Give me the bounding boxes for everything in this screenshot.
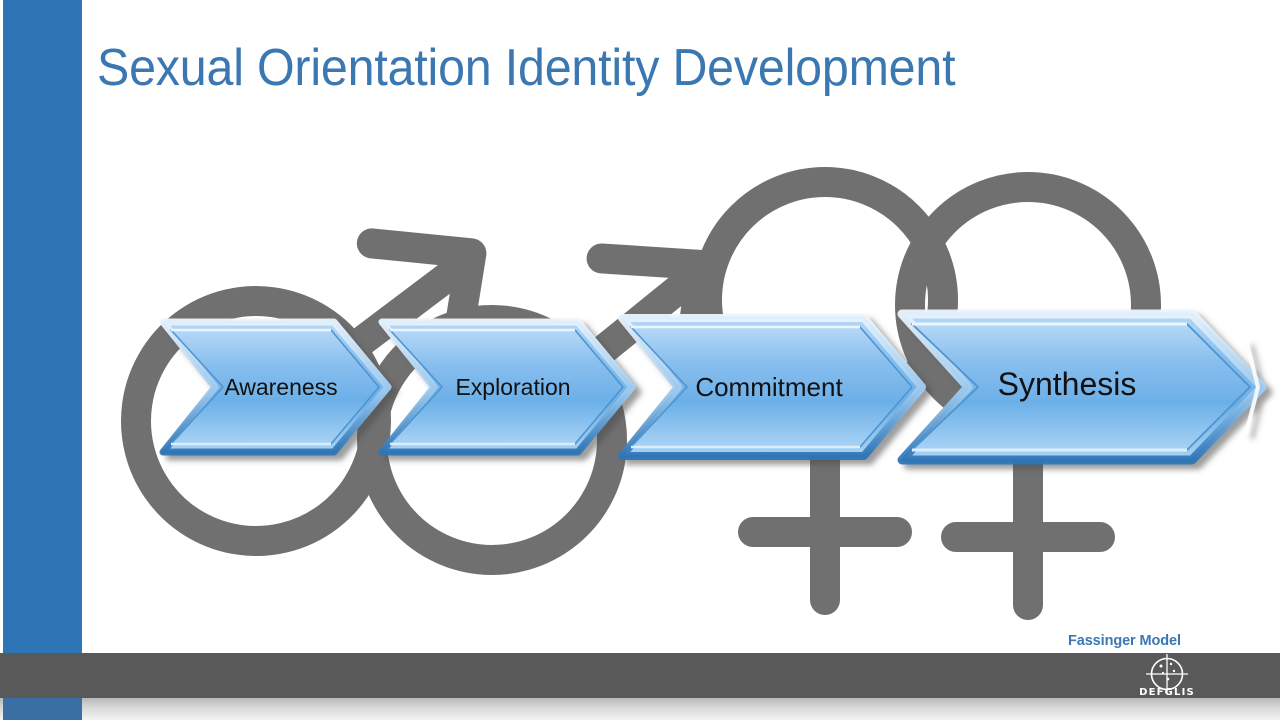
chevron-step-2 — [378, 318, 636, 456]
page-title: Sexual Orientation Identity Development — [97, 39, 956, 97]
chevron-label-awareness: Awareness — [224, 374, 338, 400]
source-credit: Fassinger Model — [1068, 633, 1181, 649]
footer-band — [0, 653, 1280, 698]
chevron-label-exploration: Exploration — [455, 374, 571, 400]
chevron-label-commitment: Commitment — [695, 372, 843, 402]
footer-accent-bar-lower — [3, 698, 82, 720]
footer-shadow-strip — [0, 698, 1280, 720]
slide-left-edge — [0, 0, 3, 720]
defglis-wordmark: DEFGLIS — [1139, 687, 1195, 698]
chevron-step-4 — [897, 309, 1267, 465]
chevron-label-synthesis: Synthesis — [997, 366, 1137, 402]
chevron-step-1 — [159, 318, 392, 456]
defglis-logo-icon — [1146, 654, 1188, 694]
slide-accent-bar — [3, 0, 82, 720]
chevron-step-3 — [618, 314, 926, 460]
